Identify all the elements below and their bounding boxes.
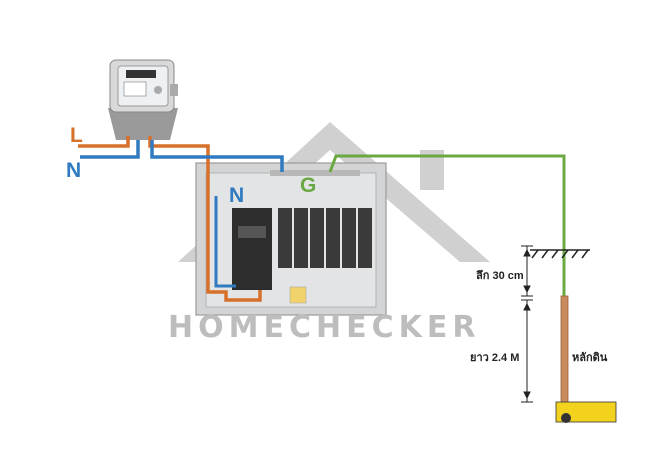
neutral-wire-out (150, 140, 284, 172)
electric-meter (108, 59, 178, 140)
warning-label (289, 286, 307, 304)
ground-bar-label: G (300, 174, 317, 197)
watermark-text: HOMECHECKER (168, 310, 481, 345)
neutral-wire (80, 140, 140, 159)
branch-breakers (278, 208, 372, 268)
line-label: L (70, 124, 83, 147)
neutral-bar-label: N (229, 184, 245, 207)
depth-dimension (521, 245, 533, 297)
neutral-in-label: N (66, 159, 82, 182)
main-breaker (232, 208, 272, 290)
consumer-unit (195, 162, 387, 316)
length-dimension (521, 299, 533, 403)
ground-rod (555, 295, 617, 423)
neutral-wire-breaker (214, 196, 236, 288)
line-wire-out (148, 136, 262, 302)
line-wire (78, 136, 130, 148)
ground-surface-symbol (530, 249, 590, 259)
rod-label: หลักดิน (572, 352, 608, 364)
depth-label: ลึก 30 cm (476, 270, 524, 282)
ground-wire (328, 154, 566, 300)
length-label: ยาว 2.4 M (470, 352, 520, 364)
